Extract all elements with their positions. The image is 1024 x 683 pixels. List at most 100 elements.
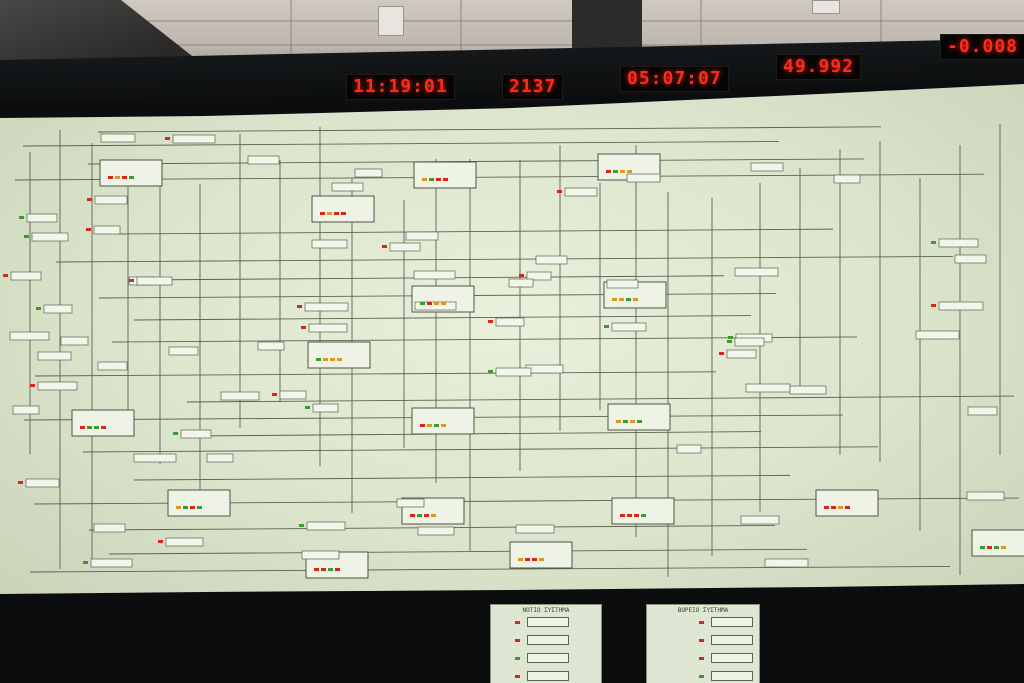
ceiling-grid-line [700, 0, 702, 78]
status-led [129, 176, 134, 179]
label-box [247, 155, 280, 165]
label-box [31, 232, 69, 242]
grid-line [133, 474, 791, 481]
grid-line [97, 126, 882, 133]
status-led [86, 228, 91, 231]
status-led [305, 406, 310, 409]
status-led [634, 514, 639, 517]
status-led [30, 384, 35, 387]
frequency-display: 49.992 [776, 54, 862, 80]
substation-box [311, 195, 375, 223]
status-led [699, 639, 704, 642]
ceiling-grid-line [880, 0, 882, 78]
label-box [25, 478, 60, 488]
grid-line [82, 446, 879, 453]
label-box [734, 337, 765, 347]
ceiling-light [812, 0, 840, 14]
panel-box [527, 635, 569, 645]
status-led [626, 298, 631, 301]
label-box [966, 491, 1005, 501]
status-led [633, 298, 638, 301]
status-led [824, 506, 829, 509]
status-led [115, 176, 120, 179]
label-box [726, 349, 757, 359]
status-led [831, 506, 836, 509]
status-led [1001, 546, 1006, 549]
status-led [441, 424, 446, 427]
status-led [434, 302, 439, 305]
reading-display: 2137 [502, 74, 564, 100]
status-led [176, 506, 181, 509]
status-led [316, 358, 321, 361]
status-led [420, 424, 425, 427]
status-led [382, 245, 387, 248]
status-led [613, 170, 618, 173]
panel-box [527, 617, 569, 627]
label-box [12, 405, 40, 415]
date-display: 05:07:07 [620, 66, 729, 92]
label-box [508, 278, 534, 288]
label-box [37, 381, 78, 391]
status-led [443, 178, 448, 181]
status-led [525, 558, 530, 561]
label-box [525, 364, 564, 374]
status-led [429, 178, 434, 181]
status-led [616, 420, 621, 423]
label-box [168, 346, 199, 356]
status-led [321, 568, 326, 571]
status-led [518, 558, 523, 561]
status-led [190, 506, 195, 509]
substation-box [71, 409, 135, 437]
label-box [833, 174, 861, 184]
status-led [719, 352, 724, 355]
label-box [535, 255, 568, 265]
status-led [3, 274, 8, 277]
ceiling-grid-line [0, 20, 1024, 22]
panel-box [711, 653, 753, 663]
grid-line [186, 395, 1015, 403]
mimic-diagram-screen [0, 84, 1024, 604]
label-box [745, 383, 791, 393]
status-led [422, 178, 427, 181]
label-box [206, 453, 234, 463]
status-led [424, 514, 429, 517]
status-led [335, 568, 340, 571]
label-box [37, 351, 72, 361]
status-led [620, 514, 625, 517]
status-led [320, 212, 325, 215]
north-system-panel: ΒΟΡΕΙΟ ΣΥΣΤΗΜΑ [646, 604, 760, 683]
label-box [606, 279, 639, 289]
label-box [311, 239, 348, 249]
panel-box [527, 671, 569, 681]
label-box [312, 403, 339, 413]
label-box [172, 134, 216, 144]
status-led [612, 298, 617, 301]
status-led [272, 393, 277, 396]
status-led [108, 176, 113, 179]
label-box [564, 187, 598, 197]
deviation-display: -0.008 [940, 34, 1024, 60]
status-led [728, 336, 733, 339]
label-box [676, 444, 702, 454]
status-led [427, 302, 432, 305]
status-led [845, 506, 850, 509]
status-led [334, 212, 339, 215]
status-led [515, 657, 520, 660]
status-led [838, 506, 843, 509]
status-led [297, 305, 302, 308]
status-led [699, 675, 704, 678]
status-led [627, 514, 632, 517]
ceiling-light [378, 6, 404, 36]
status-led [630, 420, 635, 423]
label-box [750, 162, 784, 172]
label-box [915, 330, 960, 340]
status-led [427, 424, 432, 427]
status-led [441, 302, 446, 305]
status-led [436, 178, 441, 181]
label-box [389, 242, 421, 252]
label-box [734, 267, 779, 277]
label-box [526, 271, 552, 281]
status-led [18, 481, 23, 484]
label-box [10, 271, 42, 281]
